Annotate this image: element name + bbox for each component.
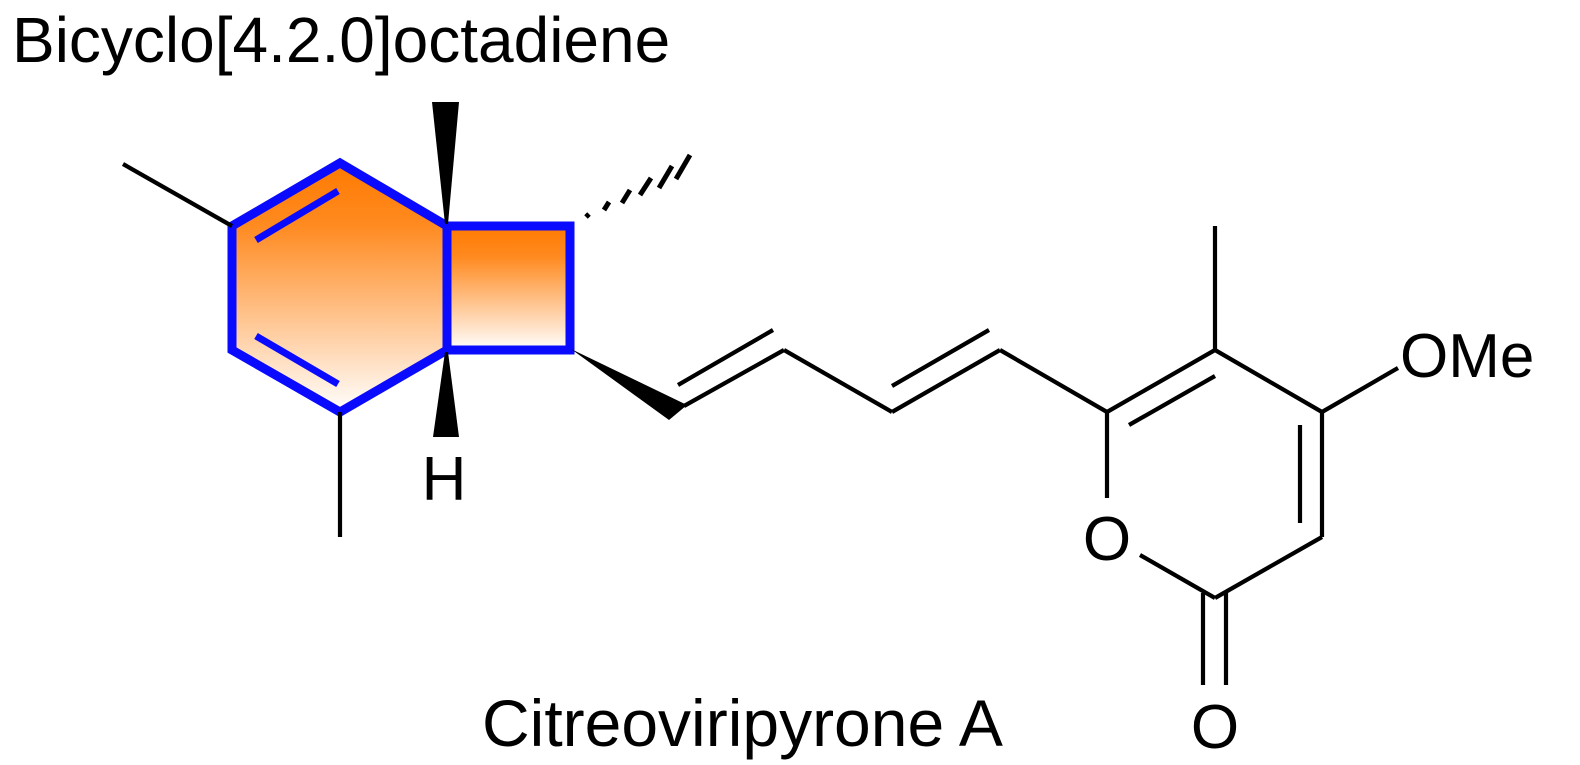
polyene-chain: [676, 328, 1109, 414]
diagram-title: Bicyclo[4.2.0]octadiene: [12, 4, 670, 76]
compound-name: Citreoviripyrone A: [482, 686, 1003, 760]
bicyclooctadiene-core: [227, 157, 575, 418]
bridgehead-h-label: H: [422, 445, 467, 514]
bridgehead-methyl-wedge: [432, 102, 459, 224]
four-membered-ring-outline: [442, 221, 575, 355]
ring-double-bond-upper: [254, 187, 340, 244]
ring-double-bond-lower: [254, 332, 340, 388]
four-membered-ring-fill: [447, 226, 570, 350]
carbonyl-oxygen-label: O: [1191, 693, 1239, 762]
methoxy-bond: [1320, 366, 1400, 414]
six-membered-ring-fill: [232, 163, 447, 412]
methyl-bond-upper-left: [121, 162, 234, 228]
hashed-methyl-bond: [584, 153, 693, 219]
pyrone-ring: [1104, 348, 1325, 685]
methoxy-label: OMe: [1400, 322, 1534, 391]
bridgehead-h-wedge: [433, 352, 459, 437]
side-chain-wedge: [571, 349, 687, 420]
ring-oxygen-label: O: [1083, 505, 1131, 574]
